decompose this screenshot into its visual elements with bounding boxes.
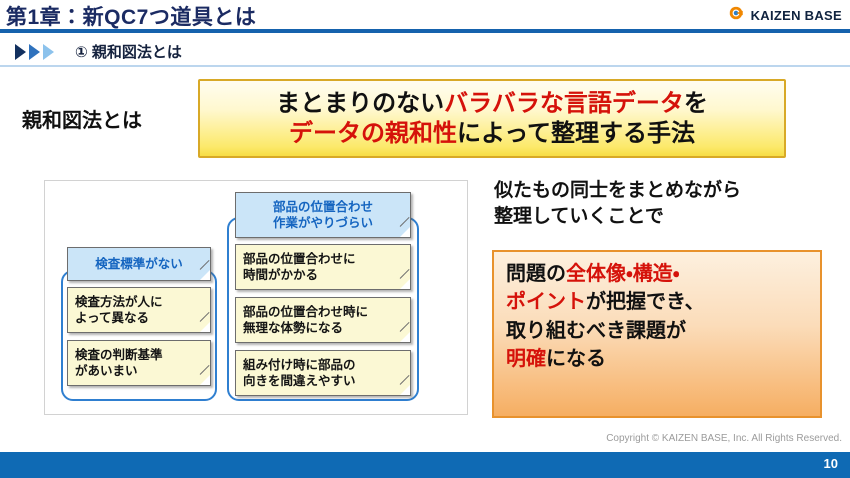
definition-l2-highlight: データの親和性	[288, 119, 457, 147]
result-line-3: 取り組むべき課題が	[506, 319, 686, 342]
result-line-1: 問題の全体像・構造・	[506, 260, 820, 288]
result-l2-text: が把握でき、	[586, 291, 705, 314]
card-fold-corner-icon	[200, 270, 210, 280]
lead-label: 親和図法とは	[22, 110, 142, 132]
idea-card-text: 検査方法が人に よって異なる	[75, 294, 163, 326]
idea-card-text: 検査の判断基準 があいまい	[75, 347, 163, 379]
card-fold-corner-icon	[200, 375, 210, 385]
idea-card-text: 部品の位置合わせに 時間がかかる	[243, 251, 356, 283]
group-header-card-inspection-standard: 検査標準がない	[67, 247, 211, 281]
card-fold-corner-icon	[400, 279, 410, 289]
right-note: 似たもの同士をまとめながら 整理していくことで	[494, 180, 742, 228]
definition-l2-text: によって整理する手法	[456, 119, 696, 147]
copyright-notice: Copyright © KAIZEN BASE, Inc. All Rights…	[606, 433, 842, 444]
brand-logo: KAIZEN BASE	[726, 4, 842, 27]
definition-banner: まとまりのないバラバラな言語データを データの親和性によって整理する手法	[198, 79, 786, 158]
result-box: 問題の全体像・構造・ ポイントが把握でき、 取り組むべき課題が 明確になる	[492, 250, 822, 418]
page-number: 10	[823, 456, 838, 471]
definition-line-2: データの親和性によって整理する手法	[289, 119, 695, 148]
idea-card-text: 組み付け時に部品の 向きを間違えやすい	[243, 357, 356, 389]
brand-name: KAIZEN BASE	[750, 8, 842, 23]
idea-card: 部品の位置合わせに 時間がかかる	[235, 244, 411, 290]
section-subtitle: ① 親和図法とは	[75, 44, 182, 61]
result-l1-highlight: 全体像・構造・	[566, 263, 680, 285]
result-line-2: ポイントが把握でき、	[506, 288, 820, 316]
idea-card: 検査の判断基準 があいまい	[67, 340, 211, 386]
result-l4-text: になる	[546, 348, 606, 371]
group-header-text: 検査標準がない	[95, 256, 183, 271]
subheader-divider	[0, 65, 850, 67]
idea-card: 検査方法が人に よって異なる	[67, 287, 211, 333]
gear-icon	[726, 4, 745, 27]
group-header-card-part-alignment: 部品の位置合わせ 作業がやりづらい	[235, 192, 411, 238]
definition-l1-text1: まとまりのない	[276, 90, 445, 118]
definition-l1-highlight: バラバラな言語データ	[444, 90, 684, 118]
card-fold-corner-icon	[400, 227, 410, 237]
group-header-text: 部品の位置合わせ 作業がやりづらい	[272, 199, 373, 231]
idea-card: 部品の位置合わせ時に 無理な体勢になる	[235, 297, 411, 343]
footer-bar	[0, 452, 850, 478]
result-l2-highlight: ポイント	[506, 291, 586, 314]
page-title: 第1章：新QC7つ道具とは	[6, 6, 257, 29]
header-divider	[0, 29, 850, 33]
definition-l1-text2: を	[683, 90, 708, 118]
result-line-4: 明確になる	[506, 345, 820, 373]
result-l1-text: 問題の	[506, 263, 566, 285]
affinity-diagram-panel: 検査標準がない 検査方法が人に よって異なる 検査の判断基準 があいまい 部品の…	[44, 180, 468, 415]
card-fold-corner-icon	[400, 332, 410, 342]
definition-line-1: まとまりのないバラバラな言語データを	[276, 89, 708, 118]
idea-card-text: 部品の位置合わせ時に 無理な体勢になる	[243, 304, 369, 336]
idea-card: 組み付け時に部品の 向きを間違えやすい	[235, 350, 411, 396]
result-l4-highlight: 明確	[506, 348, 546, 371]
card-fold-corner-icon	[400, 385, 410, 395]
card-fold-corner-icon	[200, 322, 210, 332]
triple-chevron-right-icon	[14, 43, 66, 61]
